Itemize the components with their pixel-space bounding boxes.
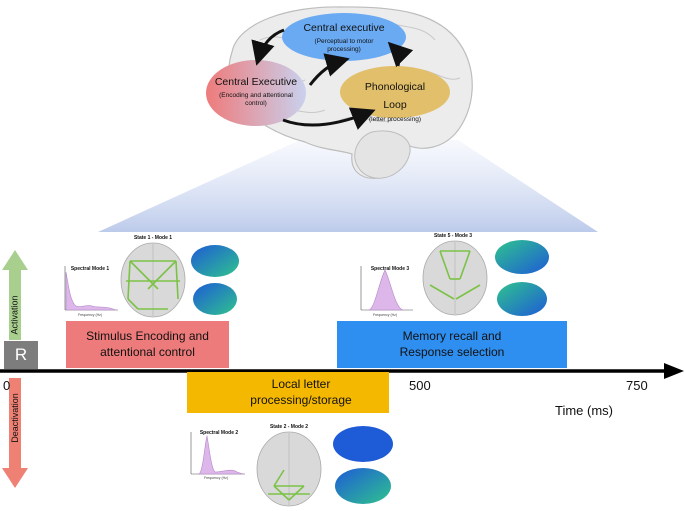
central-executive-left-ellipse — [206, 60, 306, 126]
deactivation-label: Deactivation — [10, 393, 20, 443]
activation-arrow — [2, 250, 28, 340]
spotlight-cone — [98, 140, 598, 232]
brain-network-mode-2 — [256, 431, 322, 507]
spectral-plot-mode-1 — [64, 266, 118, 311]
central-executive-top-ellipse — [282, 13, 406, 61]
pl-title: Phonological Loop — [364, 81, 426, 112]
phonological-loop-label: Phonological Loop (letter processing) — [352, 77, 438, 123]
pl-sub: (letter processing) — [368, 115, 422, 123]
memory-recall-box: Memory recall and Response selection — [337, 321, 567, 368]
spectral-mode-3-xlabel: Frequency (Hz) — [372, 313, 398, 317]
time-axis-label: Time (ms) — [555, 403, 614, 418]
deactivation-label-wrap: Deactivation — [7, 388, 23, 448]
brain-network-mode-1 — [120, 242, 186, 318]
tick-0: 0 — [3, 378, 11, 393]
activation-label-wrap: Activation — [7, 290, 23, 340]
ce-top-sub: (Perceptual to motor processing) — [314, 38, 374, 53]
brain-illustration — [98, 6, 598, 232]
state-1-mode-1-title: State 1 - Mode 1 — [133, 235, 173, 241]
arrow-left-to-loop — [282, 107, 376, 130]
local-letter-label: Local letter processing/storage — [250, 376, 352, 407]
deactivation-arrow — [2, 378, 28, 488]
tick-750: 750 — [626, 378, 648, 393]
cortex-maps-mode-1 — [191, 245, 239, 315]
brain-network-mode-3 — [422, 240, 488, 316]
cortex-maps-mode-2 — [333, 426, 393, 504]
state-5-mode-3-title: State 5 - Mode 3 — [433, 233, 473, 239]
tick-500: 500 — [409, 378, 431, 393]
stimulus-encoding-label: Stimulus Encoding and attentional contro… — [86, 328, 209, 359]
arrow-loop-to-top — [387, 41, 414, 68]
central-executive-top-label: Central executive (Perceptual to motor p… — [300, 18, 388, 53]
time-axis — [0, 363, 684, 379]
state-2-mode-2-title: State 2 - Mode 2 — [269, 424, 309, 430]
activation-axis — [2, 250, 28, 488]
spectral-plot-mode-3 — [360, 266, 413, 311]
time-axis-arrowhead — [664, 363, 684, 379]
local-letter-box: Local letter processing/storage — [187, 372, 389, 413]
spectral-mode-2-title: Spectral Mode 2 — [199, 430, 239, 436]
memory-recall-label: Memory recall and Response selection — [399, 328, 505, 359]
spectral-mode-2-xlabel: Frequency (Hz) — [203, 476, 229, 480]
spectral-mode-1-title: Spectral Mode 1 — [70, 266, 110, 272]
ce-top-title: Central executive — [303, 22, 385, 34]
arrow-left-to-top — [308, 53, 350, 86]
cortex-maps-mode-3 — [495, 240, 549, 316]
stimulus-encoding-box: Stimulus Encoding and attentional contro… — [66, 321, 229, 368]
activation-label: Activation — [10, 295, 20, 335]
central-executive-left-label: Central Executive (Encoding and attentio… — [214, 72, 298, 107]
response-r-label: R — [14, 344, 28, 364]
response-r-box: R — [4, 341, 38, 369]
spectral-mode-1-xlabel: Frequency (Hz) — [77, 313, 103, 317]
ce-left-title: Central Executive — [214, 76, 298, 88]
spectral-plot-mode-2 — [190, 432, 245, 475]
spectral-mode-3-title: Spectral Mode 3 — [370, 266, 410, 272]
arrow-top-to-left — [251, 28, 285, 66]
phonological-loop-ellipse — [340, 66, 450, 118]
ce-left-sub: (Encoding and attentional control) — [219, 92, 293, 107]
